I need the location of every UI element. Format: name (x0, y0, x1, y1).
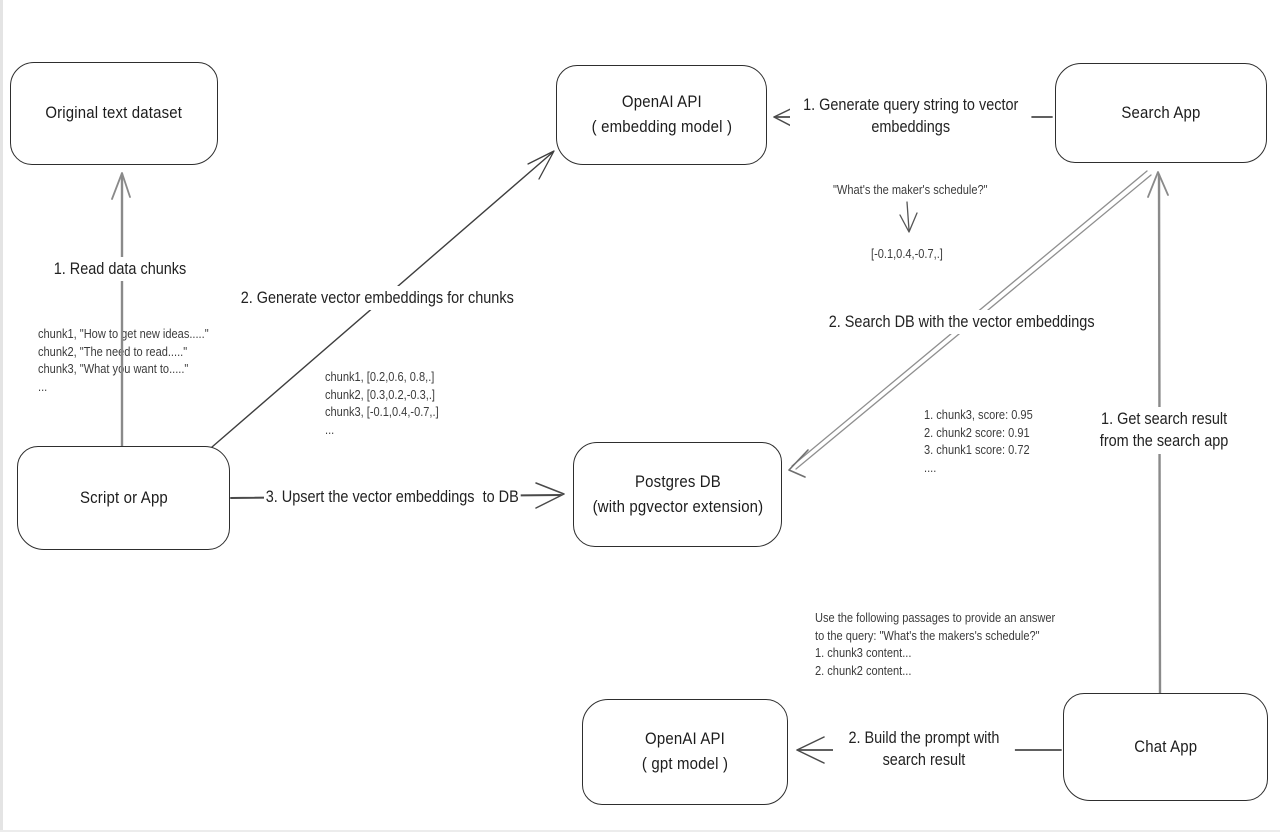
node-openai-gpt: OpenAI API ( gpt model ) (582, 699, 788, 805)
node-openai-embedding-label: OpenAI API ( embedding model ) (591, 92, 732, 136)
node-postgres-db-label: Postgres DB (with pgvector extension) (592, 471, 763, 516)
node-chat-app: Chat App (1063, 693, 1268, 801)
node-search-app-label: Search App (1121, 102, 1201, 122)
edge-label-read-chunks: 1. Read data chunks (52, 257, 188, 282)
node-original-text-dataset: Original text dataset (10, 62, 218, 165)
annotation-scores: 1. chunk3, score: 0.95 2. chunk2 score: … (924, 407, 1033, 476)
node-script-or-app: Script or App (17, 446, 230, 550)
annotation-vector-list: chunk1, [0.2,0.6, 0.8,.] chunk2, [0.3,0.… (325, 369, 439, 438)
edge-label-get-result: 1. Get search result from the search app (1088, 407, 1241, 454)
node-openai-embedding: OpenAI API ( embedding model ) (556, 65, 767, 165)
node-openai-gpt-label: OpenAI API ( gpt model ) (641, 729, 729, 773)
annotation-query-string: "What's the maker's schedule?" (833, 182, 988, 197)
edge-label-generate-embeddings: 2. Generate vector embeddings for chunks (239, 286, 516, 311)
arrow-query-to-vector (899, 201, 918, 233)
edge-label-search-db: 2. Search DB with the vector embeddings (827, 310, 1097, 335)
node-postgres-db: Postgres DB (with pgvector extension) (573, 442, 782, 547)
annotation-query-vector: [-0.1,0.4,-0.7,.] (871, 246, 943, 261)
annotation-chunk-list: chunk1, "How to get new ideas....." chun… (38, 326, 209, 395)
node-search-app: Search App (1055, 63, 1267, 163)
annotation-prompt: Use the following passages to provide an… (815, 610, 1056, 679)
node-original-text-dataset-label: Original text dataset (45, 103, 183, 123)
arrow-read-data-chunks (111, 172, 131, 448)
edge-label-upsert: 3. Upsert the vector embeddings to DB (264, 485, 521, 510)
edge-label-build-prompt: 2. Build the prompt with search result (833, 726, 1015, 773)
canvas-left-edge (0, 0, 3, 832)
node-chat-app-label: Chat App (1134, 736, 1197, 756)
canvas-bottom-edge (0, 830, 1280, 832)
edge-label-generate-query: 1. Generate query string to vector embed… (790, 93, 1032, 140)
node-script-or-app-label: Script or App (79, 487, 168, 507)
